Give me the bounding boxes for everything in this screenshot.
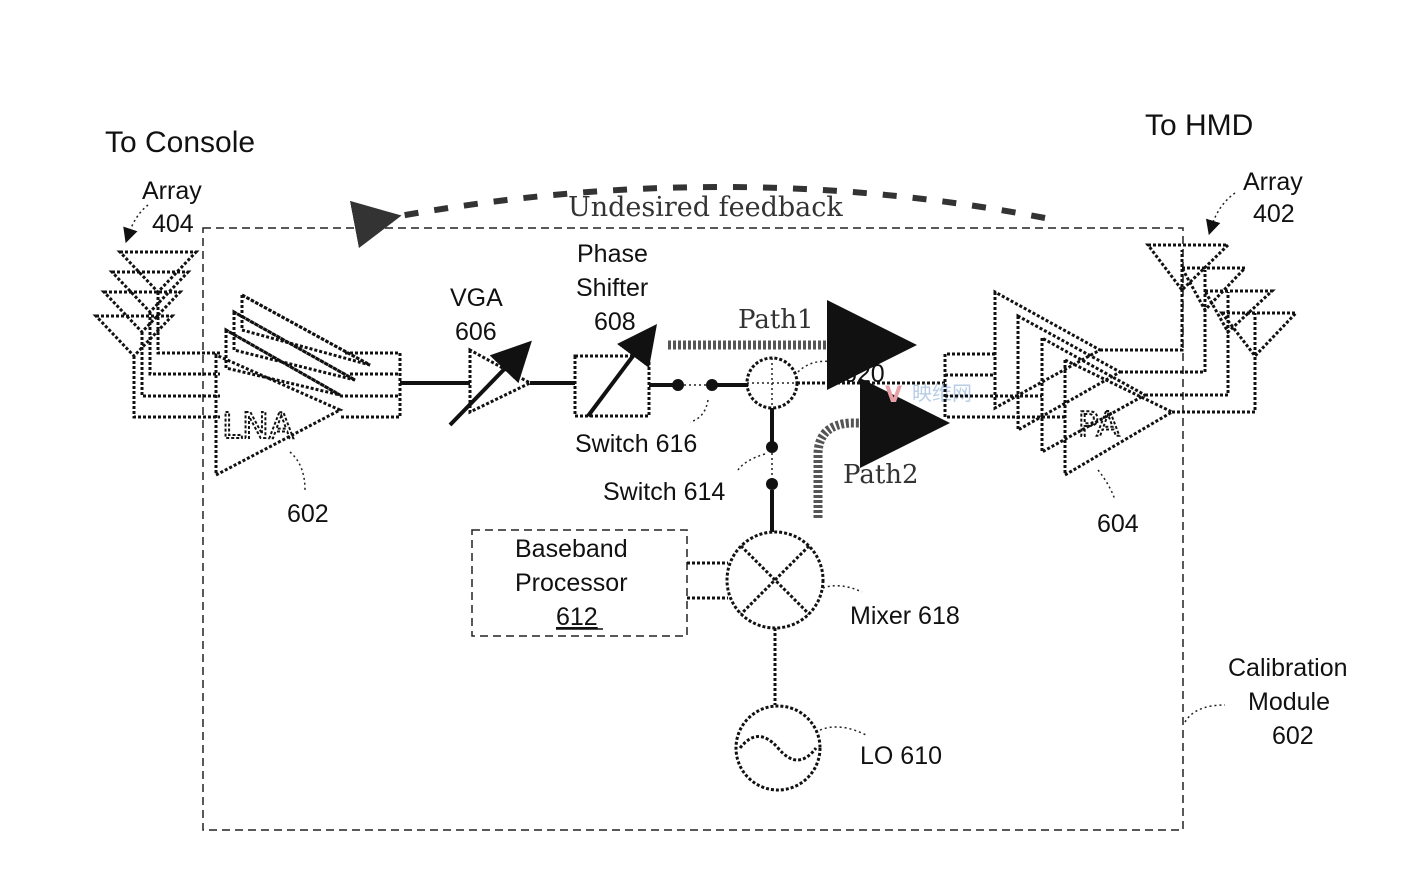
lo-label: LO 610 bbox=[860, 742, 942, 770]
vga-variable-arrow bbox=[448, 340, 532, 427]
to-hmd-label: To HMD bbox=[1145, 109, 1253, 142]
baseband-processor-612: Baseband Processor 612 bbox=[471, 529, 688, 637]
array-402-leader bbox=[1206, 192, 1236, 236]
calibration-label-line1: Calibration bbox=[1228, 654, 1348, 682]
switch-614-node-a bbox=[766, 441, 778, 453]
vga-triangle bbox=[468, 347, 534, 415]
phase-shifter-box bbox=[573, 354, 651, 418]
switch-616-label: Switch 616 bbox=[575, 430, 697, 458]
baseband-box bbox=[471, 529, 688, 637]
array-404-label-line2: 404 bbox=[152, 210, 194, 238]
combiner-ref-label: 620 bbox=[843, 360, 885, 388]
phase-shifter-608 bbox=[573, 324, 657, 418]
array-404-leader bbox=[123, 204, 149, 244]
switch-614-node-b bbox=[766, 478, 778, 490]
to-console-label: To Console bbox=[105, 126, 255, 159]
pa-ref-label: 604 bbox=[1097, 510, 1139, 538]
pa-leader bbox=[1097, 469, 1116, 501]
phase-shifter-label-line2: Shifter bbox=[576, 274, 648, 302]
mixer-x-icon bbox=[739, 544, 811, 616]
feedback-arrow bbox=[349, 184, 1046, 249]
sine-wave-icon bbox=[738, 735, 818, 762]
calibration-label-line2: Module bbox=[1248, 688, 1330, 716]
antenna-array-402-icon bbox=[1144, 243, 1300, 359]
phase-shifter-label-line3: 608 bbox=[594, 308, 636, 336]
combiner-leader bbox=[797, 360, 846, 373]
switch-616-leader bbox=[689, 399, 709, 423]
baseband-mixer-links bbox=[687, 561, 728, 600]
lna-symbol: LNA bbox=[222, 406, 294, 447]
lo-circle bbox=[734, 704, 822, 792]
path2-label: Path2 bbox=[843, 460, 919, 490]
phase-shifter-label-line1: Phase bbox=[577, 240, 648, 268]
mixer-leader bbox=[822, 585, 863, 593]
path1-label: Path1 bbox=[738, 305, 814, 335]
watermark-text: 映维网 bbox=[912, 381, 972, 405]
mixer-618 bbox=[725, 530, 825, 630]
path2-arrow bbox=[813, 378, 950, 518]
lna-front-triangle bbox=[214, 352, 344, 478]
watermark: V 映维网 bbox=[885, 381, 972, 408]
pa-symbol: PA bbox=[1078, 405, 1120, 445]
vga-label-line1: VGA bbox=[450, 284, 503, 312]
vga-label-line2: 606 bbox=[455, 318, 497, 346]
lna-leader bbox=[289, 451, 306, 491]
calibration-module-boundary bbox=[202, 227, 1184, 831]
array-402-label: Array 402 bbox=[1206, 168, 1303, 236]
switch-614-label: Switch 614 bbox=[603, 478, 725, 506]
baseband-label-line3: 612 bbox=[556, 603, 598, 631]
lna-ref-label: 602 bbox=[287, 500, 329, 528]
mixer-label: Mixer 618 bbox=[850, 602, 960, 630]
switch-614-leader bbox=[737, 453, 766, 471]
lo-leader bbox=[819, 726, 867, 736]
lna-602: LNA bbox=[214, 292, 402, 478]
baseband-label-line2: Processor bbox=[515, 569, 628, 597]
array-404-label-line1: Array bbox=[142, 177, 202, 205]
undesired-feedback: Undesired feedback bbox=[349, 184, 1046, 249]
array-402-label-line2: 402 bbox=[1253, 200, 1295, 228]
lo-610 bbox=[734, 704, 822, 792]
switch-616-node-a bbox=[672, 379, 684, 391]
calibration-label-line3: 602 bbox=[1272, 722, 1314, 750]
combiner-cross bbox=[747, 358, 797, 408]
combiner-620 bbox=[745, 356, 799, 410]
antenna-array-404-icon bbox=[92, 250, 220, 419]
vga-606 bbox=[448, 340, 534, 427]
pa-604: PA bbox=[943, 250, 1257, 478]
baseband-label-line1: Baseband bbox=[515, 535, 628, 563]
calibration-leader bbox=[1184, 704, 1226, 723]
phase-shifter-arrow bbox=[586, 324, 657, 418]
watermark-logo: V bbox=[885, 383, 902, 408]
feedback-label: Undesired feedback bbox=[568, 192, 843, 223]
array-402-label-line1: Array bbox=[1243, 168, 1303, 196]
array-404-label: Array 404 bbox=[123, 177, 202, 244]
